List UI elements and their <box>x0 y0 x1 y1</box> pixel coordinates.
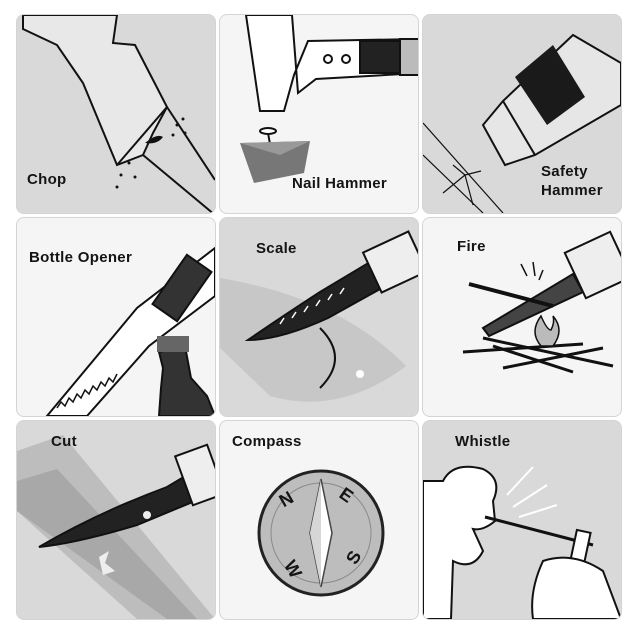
feature-grid: Chop Nail Hammer <box>16 14 622 620</box>
saw-cut-icon <box>17 435 215 619</box>
tile-cut: Cut <box>16 420 216 620</box>
tile-bottle-opener: Bottle Opener <box>16 217 216 417</box>
axe-chop-icon <box>22 15 215 213</box>
bottle-opener-icon <box>45 246 215 416</box>
tile-label: Compass <box>232 433 302 450</box>
tile-compass: Compass N E S W <box>219 420 419 620</box>
tile-label: Whistle <box>455 433 511 450</box>
tile-fire: Fire <box>422 217 622 417</box>
tile-safety-hammer: Safety Hammer <box>422 14 622 214</box>
tile-label-line2: Hammer <box>541 182 603 199</box>
tile-label: Fire <box>457 238 486 255</box>
tile-whistle: Whistle <box>422 420 622 620</box>
fish-scaler-icon <box>220 230 418 402</box>
tile-label: Cut <box>51 433 77 450</box>
tile-label-line1: Safety <box>541 163 588 180</box>
fire-starter-icon <box>462 230 621 374</box>
tile-label: Scale <box>256 240 297 257</box>
tile-label: Nail Hammer <box>292 175 388 192</box>
glass-breaker-icon <box>423 33 621 213</box>
tile-nail-hammer: Nail Hammer <box>219 14 419 214</box>
tile-label: Chop <box>27 171 67 188</box>
compass-icon <box>257 469 385 597</box>
tile-label: Bottle Opener <box>29 249 133 266</box>
hammer-nail-icon <box>240 15 418 183</box>
whistle-icon <box>423 465 621 619</box>
tile-scale: Scale <box>219 217 419 417</box>
tile-chop: Chop <box>16 14 216 214</box>
